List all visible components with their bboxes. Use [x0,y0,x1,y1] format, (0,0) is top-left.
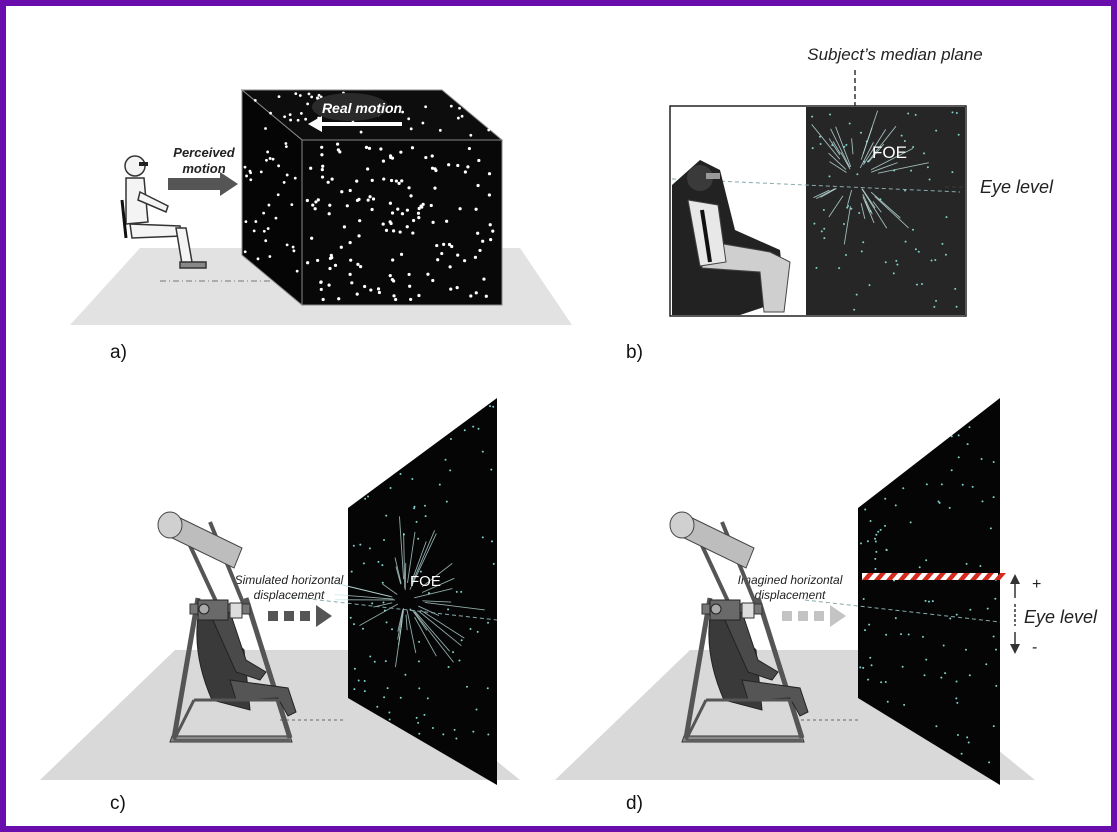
perceived-motion-arrow [168,178,220,190]
foe-label: FOE [410,573,441,590]
minus-label: - [1032,639,1037,656]
displacement-label-2: displacement [755,588,826,602]
displacement-label-2: displacement [254,588,325,602]
perceived-motion-arrowhead [220,172,238,196]
screen-dots [811,111,960,311]
down-arrowhead [1010,644,1020,654]
displacement-label-1: Simulated horizontal [235,573,344,587]
flow-rays [331,516,485,668]
eye-level-label: Eye level [1024,607,1098,627]
median-plane-label: Subject’s median plane [807,45,982,64]
panel-a-label: a) [110,342,127,363]
up-arrowhead [1010,574,1020,584]
goggles [706,173,720,179]
panel-d: Imagined horizontal displacement + - Eye… [555,398,1098,814]
screen [348,398,497,785]
screen [858,398,1000,785]
dashed-arrow [782,605,846,627]
swing-chair [157,511,297,743]
eye-line [804,599,1001,623]
panel-b: Subject’s median plane FOE Eye level b) [626,45,1054,363]
goggles [139,162,148,166]
eye-level-label: Eye level [980,177,1054,197]
foe-label: FOE [872,143,907,162]
real-motion-bubble [312,93,388,121]
dashed-arrow [268,605,332,627]
cube-dots [243,91,495,302]
swing-chair [669,511,809,743]
panel-d-label: d) [626,793,643,814]
figure-canvas: Real motion Perceived motion a) Subject’… [40,45,1098,814]
seated-subject [120,155,207,269]
perceived-motion-label-2: motion [182,161,225,176]
screen-dots [349,405,495,740]
eye-line [291,596,498,621]
screen [806,107,965,315]
panel-a: Real motion Perceived motion a) [70,88,572,363]
flow-rays [811,110,929,245]
striped-bar [862,573,1006,580]
eye-line [671,178,961,193]
cube-front [301,139,503,306]
plus-label: + [1032,576,1041,593]
real-motion-label: Real motion [322,100,402,116]
real-motion-arrowhead [308,116,322,132]
displacement-label-1: Imagined horizontal [738,573,843,587]
panel-c: FOE Simulated horizontal displacement c) [40,398,520,814]
subject-photo [672,160,791,315]
perceived-motion-label-1: Perceived [173,145,235,160]
panel-b-label: b) [626,342,643,363]
panel-c-label: c) [110,793,126,814]
